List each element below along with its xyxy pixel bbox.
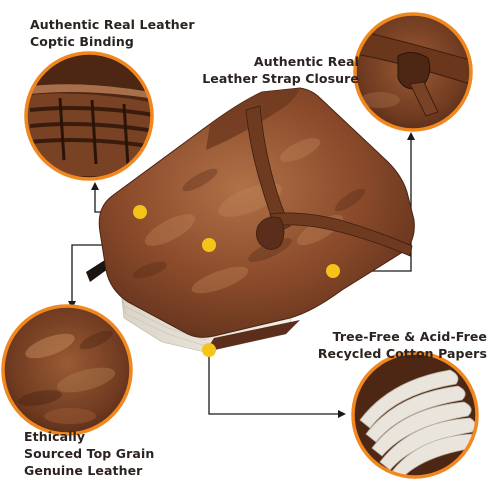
zoom-circle-paper bbox=[351, 351, 479, 479]
zoom-circle-binding bbox=[24, 51, 154, 181]
callout-strap-line2: Leather Strap Closure bbox=[202, 71, 359, 86]
marker-strap bbox=[326, 264, 340, 278]
callout-paper-line1: Tree-Free & Acid-Free bbox=[332, 329, 487, 344]
callout-grain-line3: Genuine Leather bbox=[24, 463, 143, 478]
callout-binding-line2: Coptic Binding bbox=[30, 34, 134, 49]
callout-strap: Authentic Real Leather Strap Closure bbox=[193, 53, 359, 87]
zoom-circle-grain bbox=[1, 304, 133, 436]
zoom-circle-strap bbox=[353, 12, 473, 132]
callout-grain-line2: Sourced Top Grain bbox=[24, 446, 155, 461]
callout-binding: Authentic Real Leather Coptic Binding bbox=[30, 16, 195, 50]
yellow-dot-icon bbox=[133, 205, 340, 357]
connector-paper bbox=[208, 352, 340, 415]
callout-strap-line1: Authentic Real bbox=[253, 54, 359, 69]
callout-paper: Tree-Free & Acid-Free Recycled Cotton Pa… bbox=[262, 328, 487, 362]
marker-paper bbox=[202, 343, 216, 357]
callout-binding-line1: Authentic Real Leather bbox=[30, 17, 195, 32]
callout-grain: Ethically Sourced Top Grain Genuine Leat… bbox=[24, 428, 154, 479]
marker-binding bbox=[133, 205, 147, 219]
callout-grain-line1: Ethically bbox=[24, 429, 86, 444]
marker-grain bbox=[202, 238, 216, 252]
callout-paper-line2: Recycled Cotton Papers bbox=[317, 346, 487, 361]
